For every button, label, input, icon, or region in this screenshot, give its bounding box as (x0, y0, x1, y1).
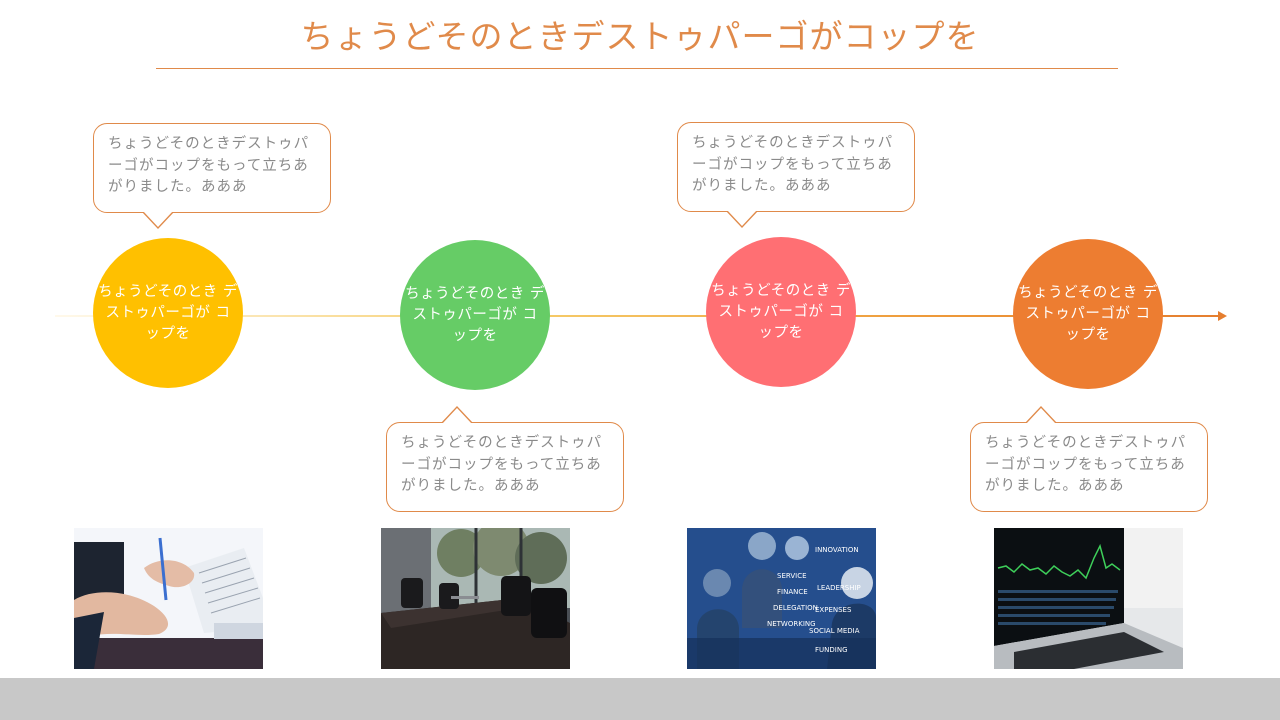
overlay-word-7: NETWORKING (767, 620, 816, 628)
milestone-circle-1[interactable]: ちょうどそのとき デストゥパーゴが コップを (93, 238, 243, 388)
overlay-word-8: SOCIAL MEDIA (809, 627, 860, 635)
business-documents-photo[interactable] (74, 528, 263, 669)
callout-text-2: ちょうどそのときデストゥパーゴがコップをもって立ちあがりました。あああ (401, 435, 603, 494)
timeline-arrow-icon (1218, 311, 1227, 321)
milestone-label-3: ちょうどそのとき デストゥパーゴが コップを (711, 282, 851, 341)
business-team-digital-photo[interactable]: INNOVATION SERVICE FINANCE LEADERSHIP DE… (687, 528, 876, 669)
timeline-line (55, 315, 1221, 317)
overlay-word-4: LEADERSHIP (817, 584, 861, 592)
overlay-word-6: EXPENSES (815, 606, 852, 614)
overlay-word-3: FINANCE (777, 588, 808, 596)
slide-canvas: ちょうどそのときデストゥパーゴがコップを ちょうどそのときデストゥパーゴがコップ… (55, 17, 1227, 669)
callout-text-3: ちょうどそのときデストゥパーゴがコップをもって立ちあがりました。あああ (692, 135, 894, 194)
title-underline (156, 68, 1118, 69)
milestone-circle-4[interactable]: ちょうどそのとき デストゥパーゴが コップを (1013, 239, 1163, 389)
slide-title[interactable]: ちょうどそのときデストゥパーゴがコップを (300, 17, 980, 56)
overlay-word-9: FUNDING (815, 646, 848, 654)
footer-band (0, 678, 1280, 720)
overlay-word-2: SERVICE (777, 572, 807, 580)
milestone-circle-3[interactable]: ちょうどそのとき デストゥパーゴが コップを (706, 237, 856, 387)
milestone-label-4: ちょうどそのとき デストゥパーゴが コップを (1018, 284, 1158, 343)
meeting-room-photo[interactable] (381, 528, 570, 669)
milestone-circle-2[interactable]: ちょうどそのとき デストゥパーゴが コップを (400, 240, 550, 390)
callout-bubble-1[interactable]: ちょうどそのときデストゥパーゴがコップをもって立ちあがりました。あああ (93, 123, 331, 213)
callout-bubble-2[interactable]: ちょうどそのときデストゥパーゴがコップをもって立ちあがりました。あああ (386, 422, 624, 512)
callout-bubble-3[interactable]: ちょうどそのときデストゥパーゴがコップをもって立ちあがりました。あああ (677, 122, 915, 212)
stock-chart-laptop-photo[interactable] (994, 528, 1183, 669)
callout-bubble-4[interactable]: ちょうどそのときデストゥパーゴがコップをもって立ちあがりました。あああ (970, 422, 1208, 512)
callout-text-1: ちょうどそのときデストゥパーゴがコップをもって立ちあがりました。あああ (108, 136, 310, 195)
callout-text-4: ちょうどそのときデストゥパーゴがコップをもって立ちあがりました。あああ (985, 435, 1187, 494)
milestone-label-2: ちょうどそのとき デストゥパーゴが コップを (405, 285, 545, 344)
overlay-word-1: INNOVATION (815, 546, 859, 554)
overlay-word-5: DELEGATION (773, 604, 818, 612)
milestone-label-1: ちょうどそのとき デストゥパーゴが コップを (98, 283, 238, 342)
